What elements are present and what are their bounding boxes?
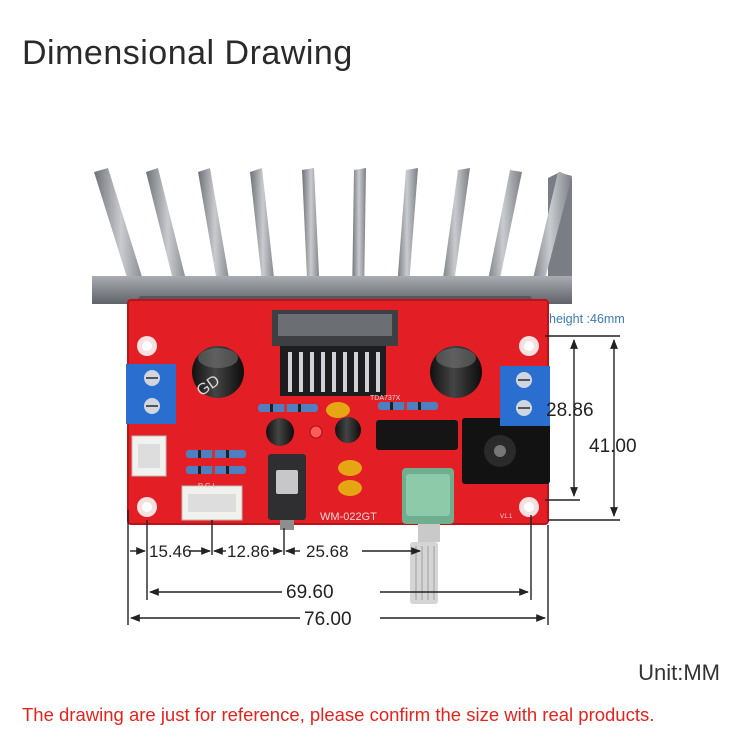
height-note: height :46mm	[549, 312, 625, 326]
dim-hole-span: 69.60	[286, 582, 334, 603]
resistor	[186, 450, 246, 458]
heatsink-fins	[94, 168, 572, 300]
dc-power-jack	[462, 418, 550, 484]
resistor	[258, 404, 318, 412]
capacitor-right	[430, 346, 482, 398]
dim-board-width: 76.00	[304, 609, 352, 630]
dim-seg1: 15.46	[149, 542, 192, 561]
audio-input-jack	[268, 454, 306, 530]
ceramic-capacitor	[326, 402, 350, 418]
regulator-block	[376, 420, 458, 450]
unit-label: Unit:MM	[638, 660, 720, 685]
mounting-hole	[519, 336, 539, 356]
dim-outer-height: 41.00	[589, 436, 637, 457]
heatsink	[92, 168, 572, 310]
terminal-block-left	[126, 364, 176, 424]
resistor	[378, 402, 438, 410]
ceramic-capacitor	[338, 460, 362, 476]
mounting-hole	[137, 497, 157, 517]
page-title: Dimensional Drawing	[22, 34, 353, 72]
mounting-hole	[519, 497, 539, 517]
board-label: WM-022GT	[320, 511, 377, 523]
connector-label: R G L	[198, 483, 216, 490]
chip-label: TDA737X	[370, 395, 401, 402]
connector-rgl: R G L	[181, 483, 243, 521]
volume-potentiometer	[402, 468, 454, 604]
terminal-block-right	[500, 366, 550, 426]
capacitor-small	[266, 418, 294, 446]
pcb-board: TDA737X GD	[126, 299, 550, 604]
disclaimer-text: The drawing are just for reference, plea…	[22, 704, 655, 725]
dim-inner-height: 28.86	[546, 400, 594, 421]
dim-seg2: 12.86	[227, 542, 270, 561]
ceramic-capacitor	[338, 480, 362, 496]
amplifier-chip: TDA737X	[272, 310, 401, 402]
capacitor-small	[335, 417, 361, 443]
led-indicator	[309, 425, 323, 439]
connector-left	[131, 435, 167, 477]
resistor	[186, 466, 246, 474]
dim-seg3: 25.68	[306, 542, 349, 561]
dimension-annotations	[127, 335, 620, 625]
mounting-hole	[137, 336, 157, 356]
board-version: V1.1	[500, 514, 513, 520]
